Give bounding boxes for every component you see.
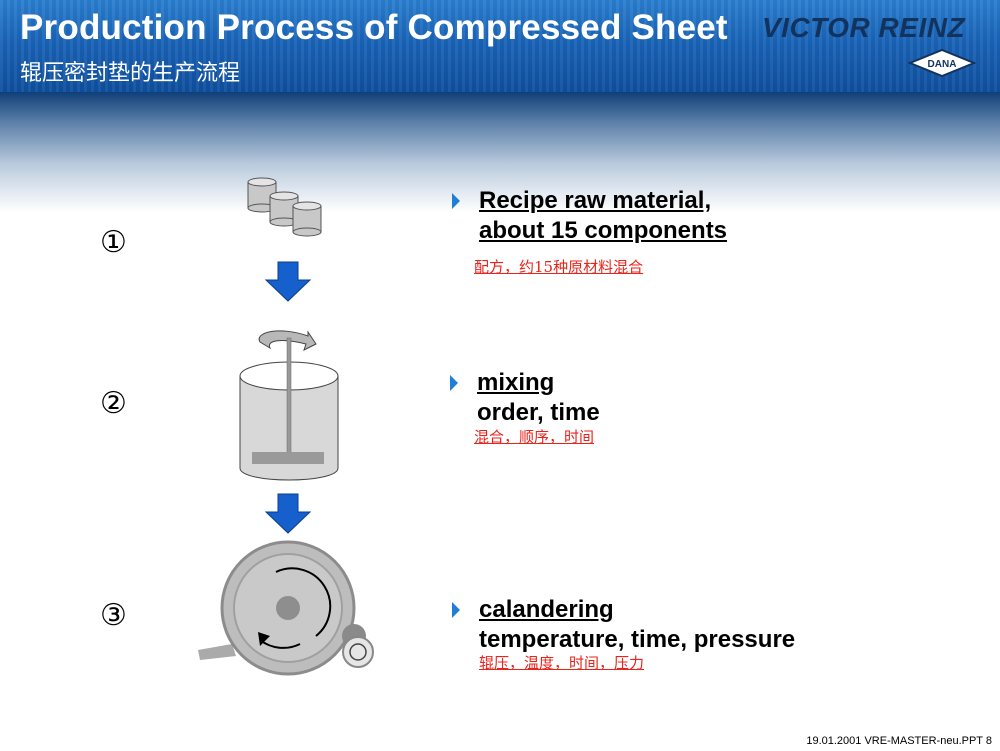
step-3-title: calandering	[479, 596, 614, 623]
step-number-2: ②	[100, 386, 127, 421]
step-1-title: Recipe raw material,	[479, 187, 712, 214]
mixer-icon	[239, 330, 339, 481]
step-2-detail: order, time	[477, 399, 600, 426]
raw-material-cans-icon	[247, 177, 322, 237]
step-1-chinese: 配方，约15种原材料混合	[474, 258, 644, 276]
down-arrow-icon	[264, 261, 312, 302]
step-3-detail: temperature, time, pressure	[479, 626, 796, 653]
page-title: Production Process of Compressed Sheet	[20, 8, 728, 47]
dana-logo-text: DANA	[928, 59, 957, 70]
brand-logo: VICTOR REINZ	[762, 12, 966, 43]
dana-logo: DANA	[907, 48, 977, 78]
header-banner	[0, 0, 1000, 92]
step-number-3: ③	[100, 598, 127, 633]
step-2-title: mixing	[477, 369, 555, 396]
calender-roller-icon	[198, 540, 374, 676]
step-1-detail: about 15 components	[479, 217, 728, 244]
header-fade	[0, 92, 1000, 212]
page-subtitle: 辊压密封垫的生产流程	[20, 61, 241, 86]
down-arrow-icon	[264, 493, 312, 534]
bullet-icon	[452, 193, 460, 209]
step-number-1: ①	[100, 225, 127, 260]
bullet-icon	[450, 375, 458, 391]
bullet-icon	[452, 602, 460, 618]
step-3-chinese: 辊压，温度，时间，压力	[479, 654, 645, 672]
step-2-chinese: 混合，顺序，时间	[474, 428, 595, 446]
footer-text: 19.01.2001 VRE-MASTER-neu.PPT 8	[806, 735, 992, 747]
